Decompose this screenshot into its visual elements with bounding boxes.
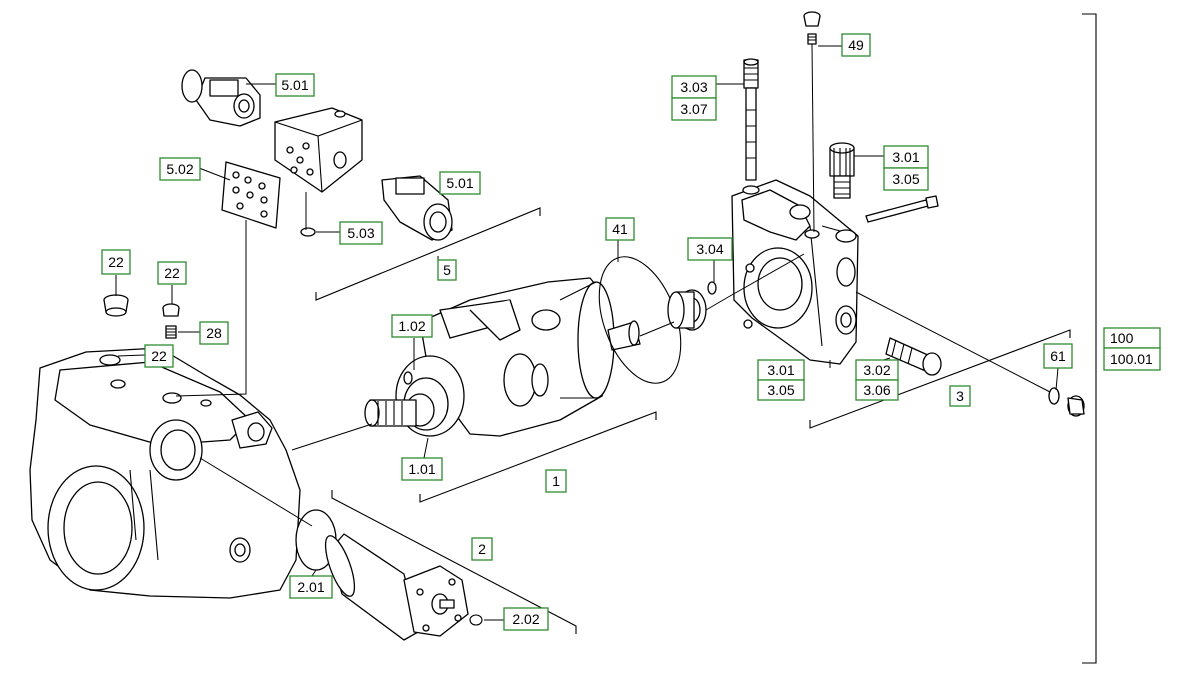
callout-5-01-top[interactable]: 5.01 xyxy=(275,73,315,97)
callout-3[interactable]: 3 xyxy=(949,385,971,407)
o-ring-5-03 xyxy=(300,227,316,237)
gear-pump xyxy=(324,533,469,641)
bearing xyxy=(667,289,707,331)
svg-text:5.03: 5.03 xyxy=(347,225,374,241)
svg-text:100: 100 xyxy=(1110,330,1134,346)
callout-5-02[interactable]: 5.02 xyxy=(159,157,201,181)
port-plate-housing xyxy=(731,179,859,365)
rotary-group xyxy=(364,277,641,437)
callout-1-01[interactable]: 1.01 xyxy=(401,457,443,481)
control-valve-3-03 xyxy=(742,58,760,195)
plug-screw-22-left xyxy=(103,294,129,317)
svg-text:3.02: 3.02 xyxy=(863,362,890,378)
group-3-bracket xyxy=(809,329,1071,429)
svg-text:3.06: 3.06 xyxy=(863,382,890,398)
svg-text:3.05: 3.05 xyxy=(767,382,794,398)
callout-3-01-bottom[interactable]: 3.01 xyxy=(757,359,805,381)
long-bolt xyxy=(865,195,939,223)
o-ring-3-04 xyxy=(707,281,717,295)
callout-1[interactable]: 1 xyxy=(545,469,567,493)
svg-text:22: 22 xyxy=(151,348,167,364)
svg-text:2.01: 2.01 xyxy=(297,579,324,595)
callout-2[interactable]: 2 xyxy=(471,537,493,561)
callout-22-left[interactable]: 22 xyxy=(101,249,131,275)
svg-text:3.07: 3.07 xyxy=(680,101,707,117)
callout-22-middle[interactable]: 22 xyxy=(157,261,187,285)
callout-3-05-top[interactable]: 3.05 xyxy=(883,167,929,191)
valve-block xyxy=(274,107,363,193)
svg-text:5: 5 xyxy=(443,262,451,278)
plug-61 xyxy=(1048,387,1085,417)
svg-text:1.02: 1.02 xyxy=(398,318,425,334)
callout-3-03[interactable]: 3.03 xyxy=(671,75,717,99)
svg-text:100.01: 100.01 xyxy=(1110,351,1153,367)
solenoid-valve-5-01-top xyxy=(181,69,261,127)
callout-100[interactable]: 100 xyxy=(1103,327,1161,349)
svg-text:5.02: 5.02 xyxy=(166,161,193,177)
callout-3-05-bottom[interactable]: 3.05 xyxy=(757,379,805,401)
svg-text:28: 28 xyxy=(206,325,222,341)
svg-text:5.01: 5.01 xyxy=(281,77,308,93)
svg-text:3: 3 xyxy=(956,388,964,404)
callout-5-01-bottom[interactable]: 5.01 xyxy=(439,171,481,195)
callout-3-06[interactable]: 3.06 xyxy=(855,379,899,401)
plug-3-02 xyxy=(885,337,942,376)
callout-2-02[interactable]: 2.02 xyxy=(503,607,549,631)
svg-text:2: 2 xyxy=(478,541,486,557)
svg-text:41: 41 xyxy=(612,221,628,237)
svg-text:3.03: 3.03 xyxy=(680,79,707,95)
screw-49 xyxy=(803,11,821,45)
callout-28[interactable]: 28 xyxy=(199,321,229,345)
solenoid-valve-5-01-bottom xyxy=(381,175,453,241)
callout-22-housing[interactable]: 22 xyxy=(144,344,174,368)
callout-3-04[interactable]: 3.04 xyxy=(687,237,733,261)
callout-3-01-top[interactable]: 3.01 xyxy=(883,145,929,169)
svg-text:1: 1 xyxy=(552,473,560,489)
group-1-bracket xyxy=(419,411,657,503)
group-2-bracket xyxy=(331,490,577,634)
svg-text:22: 22 xyxy=(164,265,180,281)
assembly-bracket xyxy=(1082,13,1097,664)
callout-41[interactable]: 41 xyxy=(605,217,635,241)
circlip-2-02 xyxy=(469,614,483,626)
svg-text:1.01: 1.01 xyxy=(408,461,435,477)
plug-screw-22-middle xyxy=(162,303,180,317)
svg-text:61: 61 xyxy=(1050,348,1066,364)
svg-text:3.01: 3.01 xyxy=(767,362,794,378)
svg-text:49: 49 xyxy=(848,37,864,53)
callout-5-03[interactable]: 5.03 xyxy=(339,221,383,245)
callout-100-01[interactable]: 100.01 xyxy=(1103,347,1161,371)
callout-3-07[interactable]: 3.07 xyxy=(671,97,717,121)
svg-text:5.01: 5.01 xyxy=(446,175,473,191)
callout-61[interactable]: 61 xyxy=(1043,343,1073,369)
svg-text:3.01: 3.01 xyxy=(892,149,919,165)
callout-1-02[interactable]: 1.02 xyxy=(391,314,433,338)
plug-3-01-top xyxy=(829,142,855,199)
callout-5[interactable]: 5 xyxy=(437,259,457,281)
set-screw-28 xyxy=(165,325,177,339)
callout-3-02[interactable]: 3.02 xyxy=(855,359,899,381)
svg-text:3.05: 3.05 xyxy=(892,171,919,187)
gasket-5-02 xyxy=(221,161,281,229)
pump-housing xyxy=(29,347,301,599)
svg-text:3.04: 3.04 xyxy=(696,241,723,257)
group-5-bracket xyxy=(315,207,541,301)
callout-2-01[interactable]: 2.01 xyxy=(289,575,333,599)
callout-49[interactable]: 49 xyxy=(841,33,871,57)
svg-text:22: 22 xyxy=(108,254,124,270)
svg-text:2.02: 2.02 xyxy=(512,611,539,627)
